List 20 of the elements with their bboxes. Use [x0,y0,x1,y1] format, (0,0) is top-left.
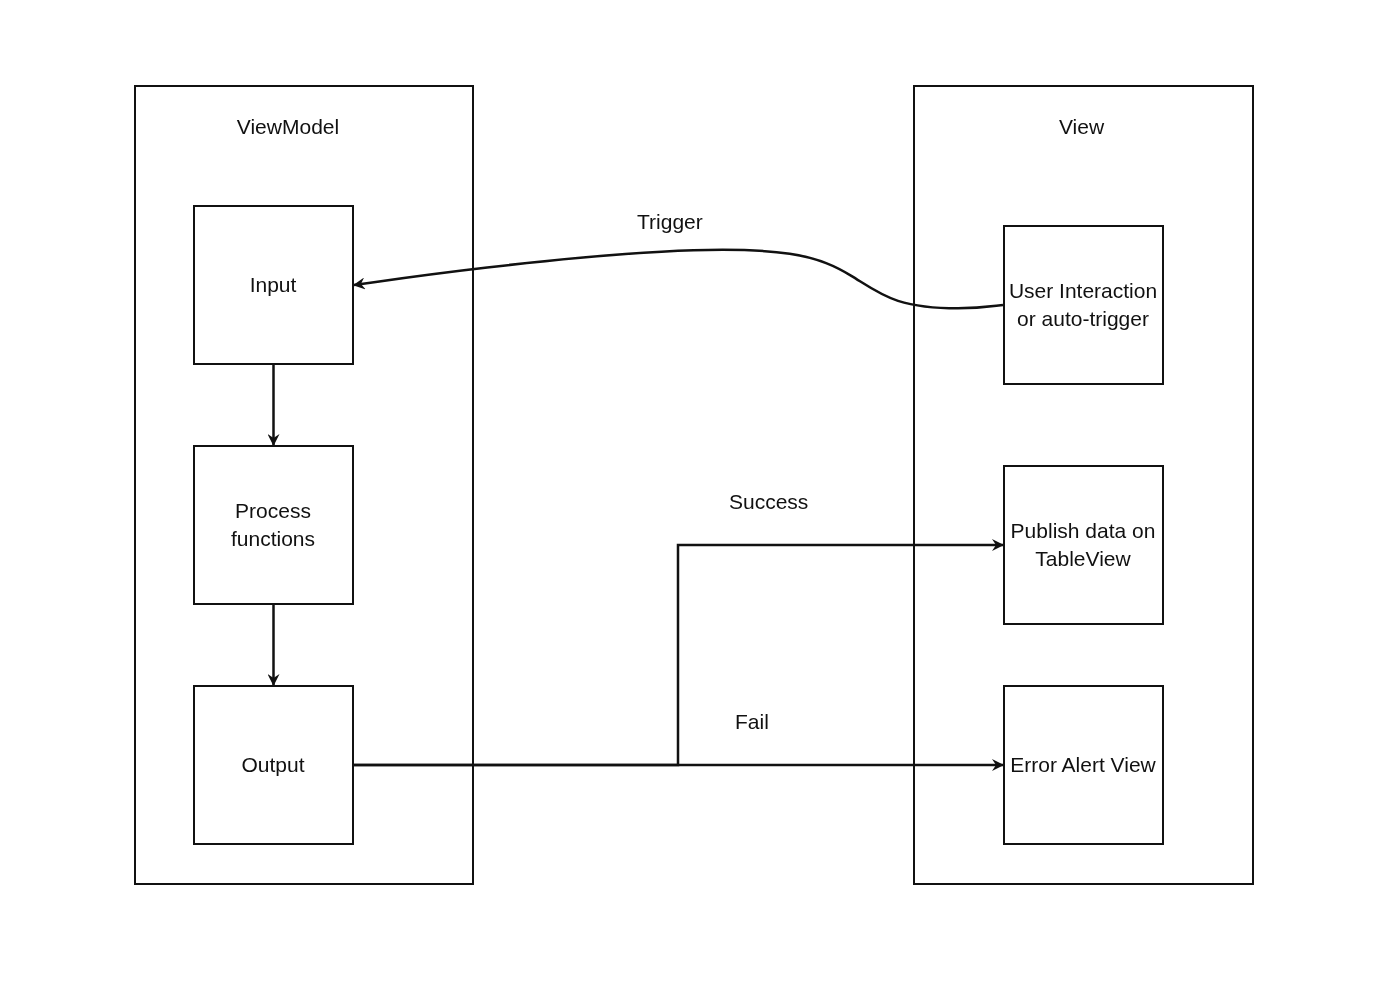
container-box [134,85,474,885]
arrow [354,759,1004,771]
process-box [192,444,354,605]
box-label: Output [240,751,306,778]
group-title: View [1057,114,1106,140]
process-box [1002,464,1164,625]
process-box [192,684,354,845]
box-label: Error Alert View [1009,751,1157,778]
container-box [913,85,1254,885]
group-title: ViewModel [235,114,341,140]
process-box [192,204,354,365]
box-label: Publish data on TableView [1009,517,1157,572]
arrow [353,248,1004,310]
arrow [267,365,280,446]
process-box [1002,224,1164,385]
arrow [267,605,280,686]
box-label: User Interaction or auto-trigger [1007,277,1159,332]
box-label: Process functions [229,497,317,552]
box-label: Input [248,271,298,298]
process-box [1002,684,1164,845]
